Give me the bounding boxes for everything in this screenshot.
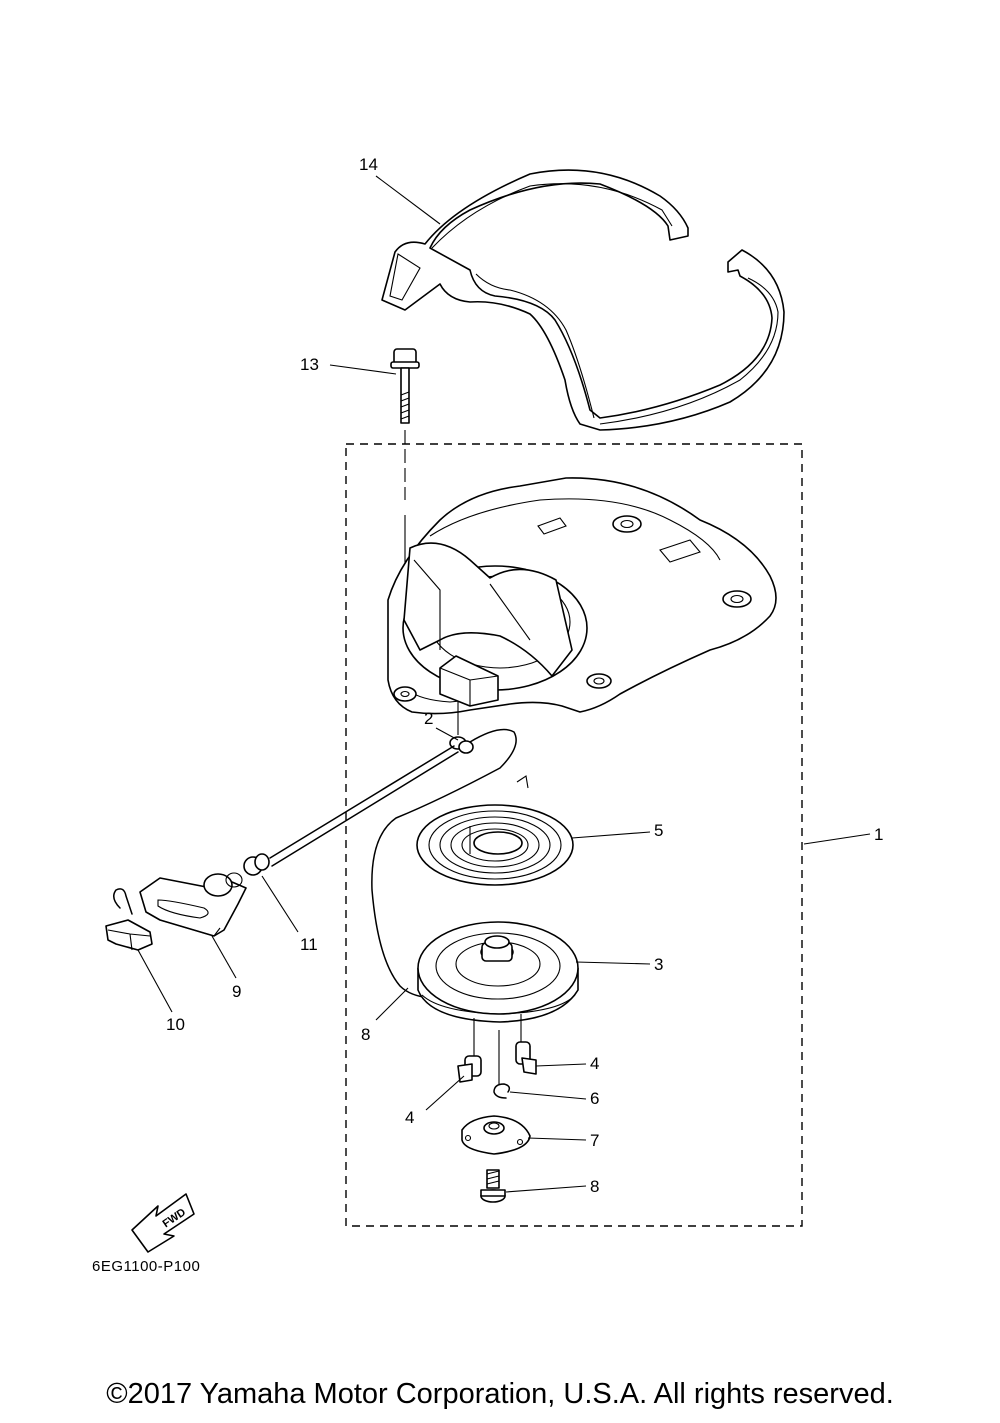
- part-7-drive-plate[interactable]: [461, 1115, 531, 1155]
- part-13-bolt[interactable]: [390, 348, 420, 424]
- callout-9: 8: [361, 1025, 370, 1044]
- callout-2: 2: [424, 709, 433, 728]
- part-14-seal[interactable]: [381, 169, 785, 431]
- callout-5: 5: [654, 821, 663, 840]
- callout-14: 14: [359, 155, 378, 174]
- callout-labels: 14 13 2 1 5 11 3 9 8 10 4 6 4 7 8: [166, 155, 883, 1196]
- callout-7: 7: [590, 1131, 599, 1150]
- copyright-notice: ©2017 Yamaha Motor Corporation, U.S.A. A…: [106, 1378, 894, 1410]
- part-6-circlip[interactable]: [493, 1083, 511, 1099]
- part-12-rope-sleeve[interactable]: [243, 853, 270, 876]
- leader-lines: [137, 175, 871, 1193]
- part-9-starter-rope[interactable]: [371, 728, 517, 999]
- callout-12: 11: [300, 935, 318, 954]
- part-3-sheave-drum[interactable]: [417, 921, 579, 1023]
- forward-arrow-icon: FWD: [131, 1193, 195, 1253]
- callout-10: 9: [232, 982, 241, 1001]
- callout-4-right: 4: [590, 1054, 599, 1073]
- callout-1: 1: [874, 825, 883, 844]
- diagram-code: 6EG1100-P100: [92, 1258, 201, 1275]
- callout-3: 3: [654, 955, 663, 974]
- callout-4-left: 4: [405, 1108, 414, 1127]
- part-11-handle-clip[interactable]: [105, 888, 153, 951]
- part-5-recoil-spring[interactable]: [416, 775, 574, 886]
- callout-11: 10: [166, 1015, 185, 1034]
- callout-6: 6: [590, 1089, 599, 1108]
- callout-13: 13: [300, 355, 319, 374]
- part-2-grommet[interactable]: [449, 736, 474, 754]
- part-4-pawl-right[interactable]: [515, 1041, 537, 1075]
- part-1-starter-housing[interactable]: [387, 477, 777, 715]
- callout-8: 8: [590, 1177, 599, 1196]
- part-10-starter-handle[interactable]: [139, 872, 247, 937]
- assembly-1-boundary: [345, 443, 803, 1227]
- part-8-screw[interactable]: [480, 1169, 506, 1203]
